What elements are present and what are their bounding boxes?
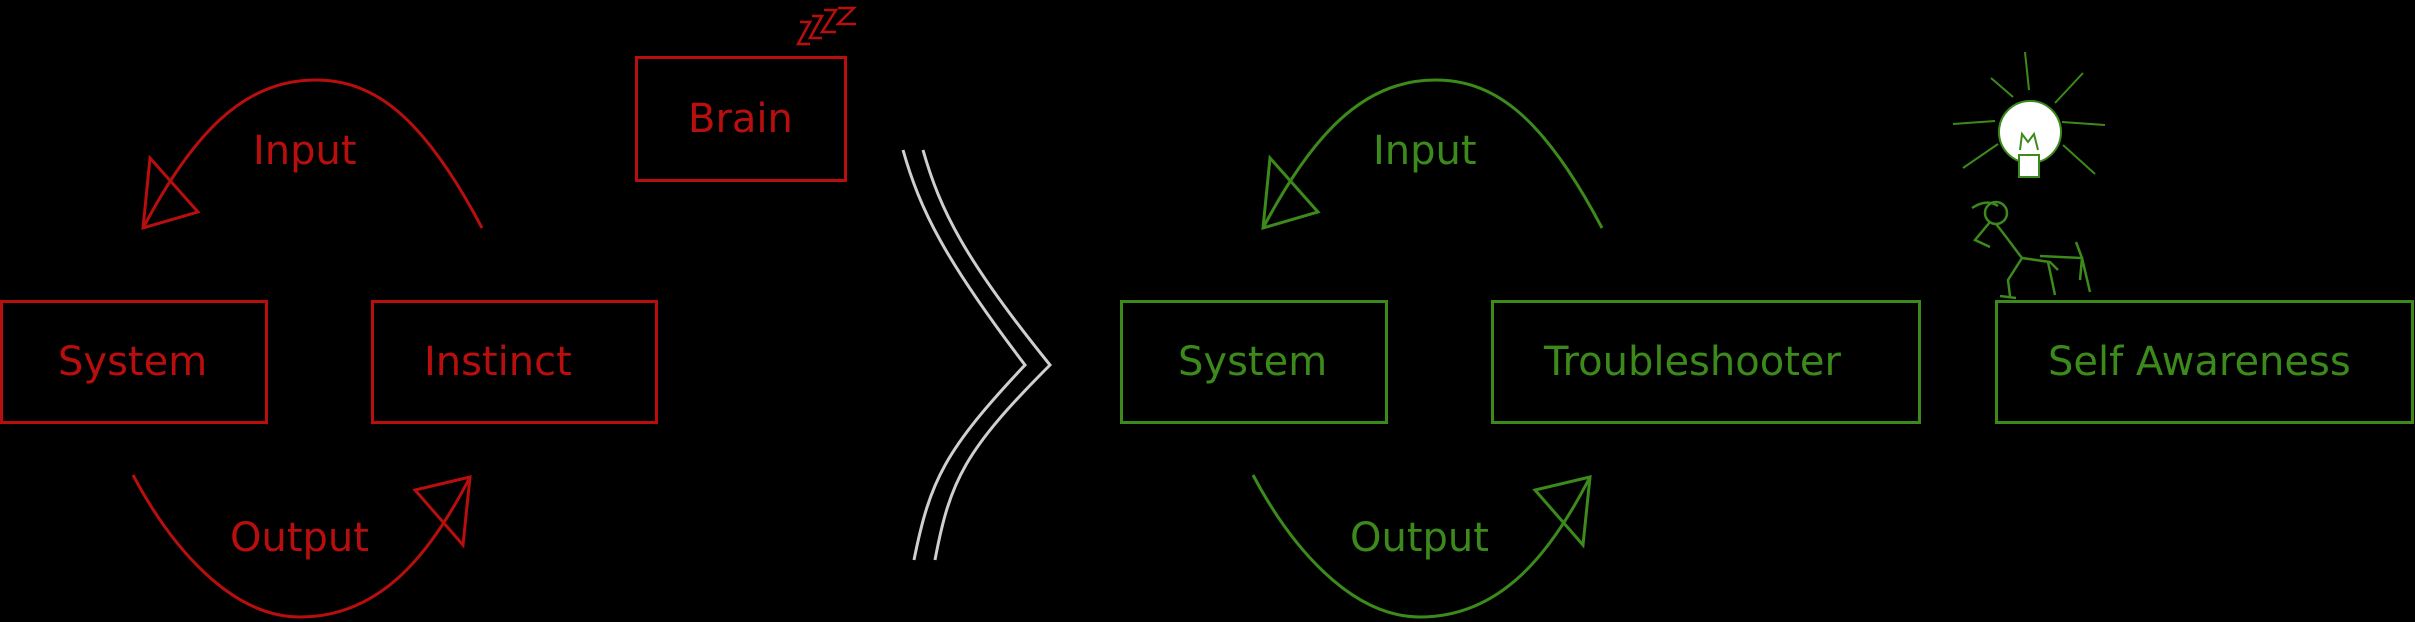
chevron-right-icon: [901, 149, 1053, 561]
instinct-box: Instinct: [371, 300, 658, 424]
brain-box: Brain: [635, 56, 847, 182]
self-awareness-label: Self Awareness: [2048, 339, 2351, 385]
right-output-label: Output: [1350, 515, 1489, 561]
left-system-box: System: [0, 300, 268, 424]
right-input-label: Input: [1373, 128, 1477, 174]
instinct-label: Instinct: [424, 339, 572, 385]
left-output-label: Output: [230, 515, 369, 561]
left-output-arrowhead: [412, 475, 472, 549]
right-input-arrowhead: [1261, 154, 1321, 231]
right-system-box: System: [1120, 300, 1388, 424]
brain-label: Brain: [688, 96, 793, 142]
right-output-arrow: [1251, 474, 1592, 619]
troubleshooter-box: Troubleshooter: [1491, 300, 1921, 424]
left-input-label: Input: [253, 128, 357, 174]
right-input-arrow: [1261, 78, 1604, 229]
thinking-person-icon: [1971, 200, 2092, 300]
self-awareness-box: Self Awareness: [1995, 300, 2414, 424]
troubleshooter-label: Troubleshooter: [1544, 339, 1841, 385]
right-output-arrowhead: [1532, 475, 1592, 549]
sleep-zzz-icon: [795, 6, 858, 46]
left-input-arrow: [141, 78, 484, 229]
lightbulb-icon: [1952, 51, 2106, 178]
left-input-arrowhead: [141, 154, 201, 231]
left-output-arrow: [131, 474, 472, 619]
right-system-label: System: [1178, 339, 1328, 385]
left-system-label: System: [58, 339, 208, 385]
